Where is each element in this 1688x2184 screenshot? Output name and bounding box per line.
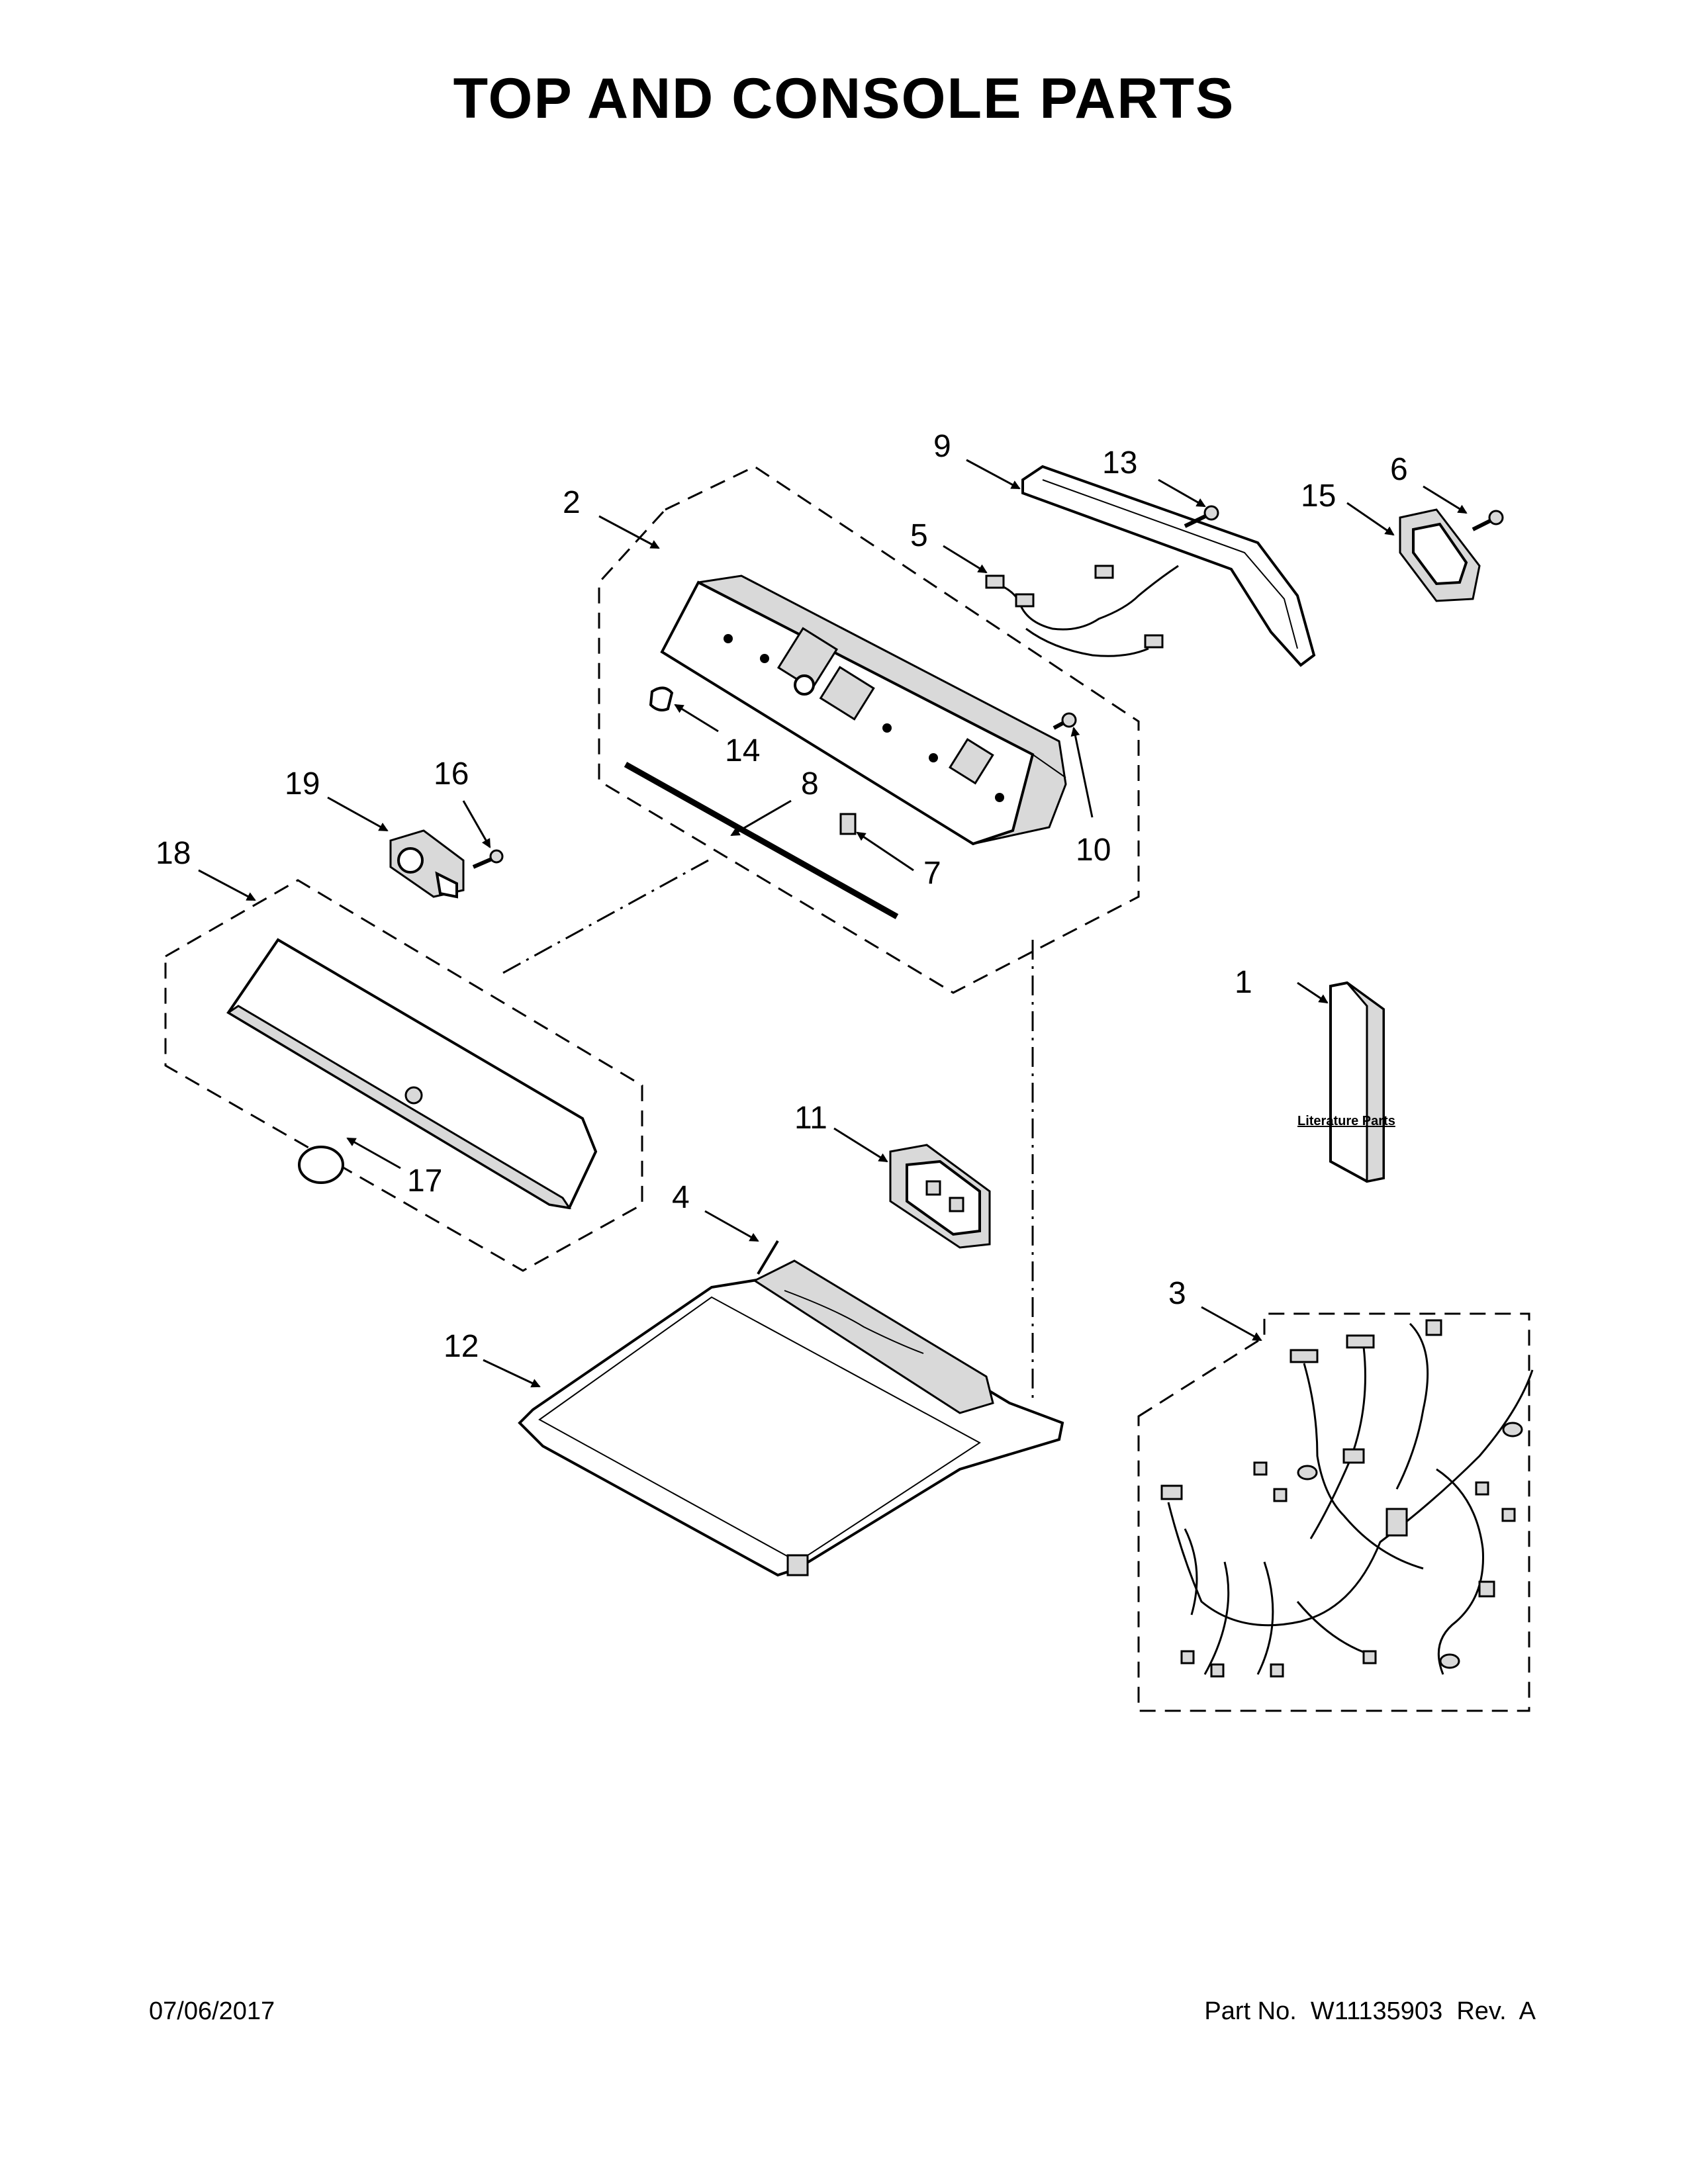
callout-leaders — [198, 459, 1468, 1388]
control-panel-face[interactable] — [226, 938, 598, 1210]
callout-17: 17 — [407, 1163, 442, 1199]
callout-11: 11 — [794, 1101, 827, 1136]
callout-15: 15 — [1301, 478, 1336, 514]
callout-9: 9 — [933, 429, 951, 464]
console-trim-frame[interactable] — [1021, 465, 1316, 667]
callout-6: 6 — [1390, 452, 1408, 487]
callout-19: 19 — [285, 766, 320, 801]
literature-label: Literature Parts — [1297, 1114, 1395, 1128]
callout-4: 4 — [672, 1180, 690, 1215]
bracket-screw[interactable] — [1472, 510, 1504, 531]
console-panel[interactable] — [660, 574, 1067, 846]
frame-screw[interactable] — [1184, 505, 1219, 528]
electronic-control-board[interactable] — [889, 1144, 991, 1249]
literature-booklet[interactable] — [1329, 981, 1385, 1183]
callout-16: 16 — [434, 756, 469, 792]
callout-8: 8 — [801, 766, 819, 801]
top-panel[interactable] — [518, 1259, 1064, 1577]
callout-3: 3 — [1168, 1276, 1186, 1311]
console-clip[interactable] — [649, 686, 674, 711]
callout-12: 12 — [444, 1329, 479, 1364]
page-title: TOP AND CONSOLE PARTS — [453, 67, 1235, 130]
callout-5: 5 — [910, 518, 928, 553]
console-small-bracket[interactable] — [839, 813, 857, 835]
top-panel-wire[interactable] — [757, 1240, 779, 1275]
callout-14: 14 — [725, 733, 760, 768]
console-wire-harness[interactable] — [985, 565, 1179, 657]
callout-10: 10 — [1076, 833, 1111, 868]
callout-18: 18 — [156, 836, 191, 871]
alignment-leader-1 — [502, 859, 709, 974]
console-screw[interactable] — [1053, 712, 1077, 730]
footer-date: 07/06/2017 — [149, 1997, 275, 2025]
harness-group-outline — [1137, 1312, 1530, 1712]
rotary-encoder[interactable] — [389, 829, 465, 899]
callout-2: 2 — [563, 485, 581, 520]
callout-13: 13 — [1102, 445, 1137, 480]
main-wire-harness[interactable] — [1160, 1319, 1534, 1678]
panel-group-outline — [164, 879, 643, 1272]
callout-1: 1 — [1235, 965, 1252, 1000]
footer-part-number: Part No. W11135903 Rev. A — [1204, 1997, 1536, 2025]
encoder-screw[interactable] — [472, 849, 504, 869]
user-interface-bracket[interactable] — [1399, 508, 1481, 602]
control-knob[interactable] — [298, 1146, 344, 1184]
console-trim-strip[interactable] — [624, 762, 899, 919]
callout-7: 7 — [923, 856, 941, 891]
console-group-outline — [598, 465, 1140, 994]
